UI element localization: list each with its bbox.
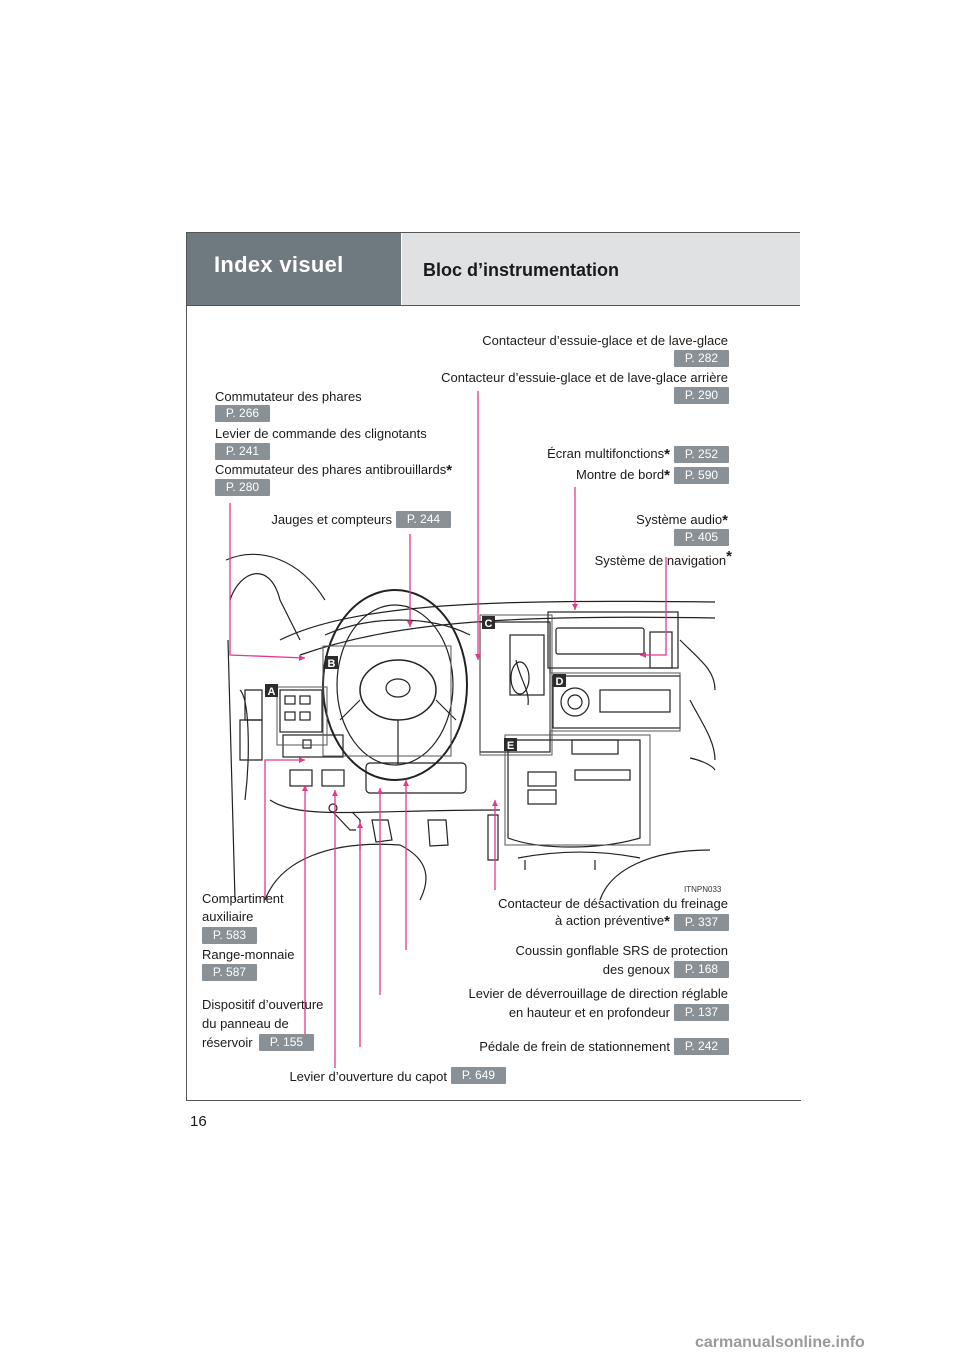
badge-gauges[interactable]: P. 244 <box>396 511 451 528</box>
badge-parking-brake[interactable]: P. 242 <box>674 1038 729 1055</box>
callout-b: B <box>328 658 336 670</box>
illustration-code: ITNPN033 <box>684 885 722 894</box>
label-gauges: Jauges et compteurs <box>271 512 392 527</box>
label-hood-lever: Levier d’ouverture du capot <box>289 1069 447 1084</box>
header-top-rule <box>186 232 800 233</box>
badge-knee-airbag[interactable]: P. 168 <box>674 961 729 978</box>
label-wiper-front: Contacteur d’essuie-glace et de lave-gla… <box>482 333 728 348</box>
watermark: carmanualsonline.info <box>695 1334 865 1351</box>
label-precollision-line1: Contacteur de désactivation du freinage <box>498 896 728 911</box>
label-coin-holder: Range-monnaie <box>202 947 295 962</box>
asterisk-audio: * <box>722 512 728 529</box>
header-bottom-rule <box>186 305 800 306</box>
label-parking-brake: Pédale de frein de stationnement <box>479 1039 670 1054</box>
label-tilt-lever-line1: Levier de déverrouillage de direction ré… <box>468 986 728 1001</box>
label-knee-airbag-line2: des genoux <box>602 962 670 977</box>
asterisk-precollision: * <box>664 913 670 930</box>
badge-tilt-lever[interactable]: P. 137 <box>674 1004 729 1021</box>
badge-headlights[interactable]: P. 266 <box>215 405 270 422</box>
label-fog-lights: Commutateur des phares antibrouillards <box>215 462 447 477</box>
asterisk-display: * <box>664 446 670 463</box>
badge-clock[interactable]: P. 590 <box>674 467 729 484</box>
badge-wiper-front[interactable]: P. 282 <box>674 350 729 367</box>
subtitle-band <box>402 233 800 305</box>
badge-fuel-door[interactable]: P. 155 <box>259 1034 314 1051</box>
section-tab <box>187 233 401 305</box>
badge-wiper-rear[interactable]: P. 290 <box>674 387 729 404</box>
asterisk-clock: * <box>664 467 670 484</box>
badge-fog-lights[interactable]: P. 280 <box>215 479 270 496</box>
label-clock: Montre de bord <box>575 467 665 482</box>
label-aux-box-line1: Compartiment <box>202 891 284 906</box>
section-title: Index visuel <box>214 252 344 277</box>
label-fuel-door-line3: réservoir <box>202 1035 253 1050</box>
callout-e: E <box>507 740 514 752</box>
badge-hood-lever[interactable]: P. 649 <box>451 1067 506 1084</box>
badge-coin-holder[interactable]: P. 587 <box>202 964 257 981</box>
label-wiper-rear: Contacteur d’essuie-glace et de lave-gla… <box>441 370 728 385</box>
page-frame <box>186 232 801 1101</box>
callout-d: D <box>556 676 564 688</box>
asterisk-fog: * <box>446 462 453 479</box>
badge-precollision[interactable]: P. 337 <box>674 914 729 931</box>
label-fuel-door-line2: du panneau de <box>202 1016 289 1031</box>
callout-c: C <box>485 618 493 630</box>
badge-aux-box[interactable]: P. 583 <box>202 927 257 944</box>
callout-a: A <box>268 686 276 698</box>
page-number: 16 <box>190 1113 207 1130</box>
label-fuel-door-line1: Dispositif d’ouverture <box>202 997 324 1012</box>
label-navigation: Système de navigation <box>594 553 727 568</box>
badge-audio[interactable]: P. 405 <box>674 529 729 546</box>
label-headlights: Commutateur des phares <box>215 389 362 404</box>
label-knee-airbag-line1: Coussin gonflable SRS de protection <box>515 943 728 958</box>
page-subtitle: Bloc d’instrumentation <box>423 260 620 280</box>
label-audio: Système audio <box>636 512 723 527</box>
label-turn-lever: Levier de commande des clignotants <box>215 426 427 441</box>
badge-turn-lever[interactable]: P. 241 <box>215 443 270 460</box>
badge-multi-display[interactable]: P. 252 <box>674 446 729 463</box>
label-precollision-line2: à action préventive <box>555 913 665 928</box>
label-tilt-lever-line2: en hauteur et en profondeur <box>508 1005 670 1020</box>
label-aux-box-line2: auxiliaire <box>202 909 254 924</box>
label-multi-display: Écran multifonctions <box>547 446 665 461</box>
asterisk-navigation: * <box>726 548 732 565</box>
